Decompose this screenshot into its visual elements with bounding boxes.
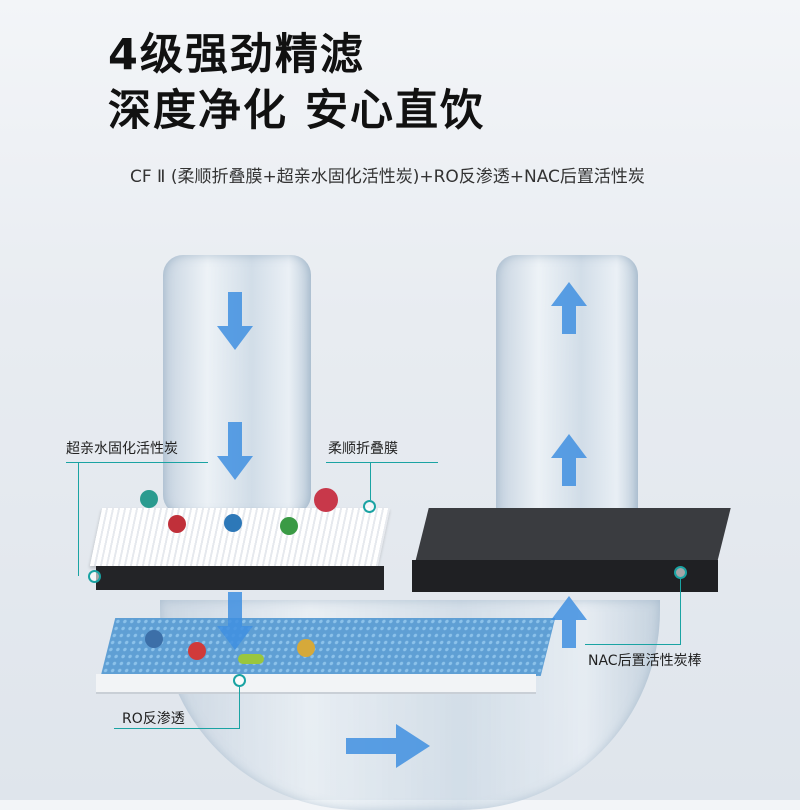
callout-line (326, 462, 438, 463)
ro-membrane-front (96, 674, 536, 694)
callout-line (78, 462, 79, 576)
label-membrane: 柔顺折叠膜 (328, 441, 398, 457)
label-ro: RO反渗透 (122, 711, 185, 727)
arrow-down-3 (217, 592, 253, 650)
arrow-down-1 (217, 292, 253, 350)
germ-icon (140, 490, 158, 508)
germ-icon (314, 488, 338, 512)
germ-icon (280, 517, 298, 535)
carbon-layer-left (96, 566, 384, 590)
callout-line (585, 644, 681, 645)
germ-icon (238, 654, 264, 664)
germ-icon (224, 514, 242, 532)
callout-line (114, 728, 240, 729)
headline-line1: 4级强劲精滤 (108, 30, 365, 80)
arrow-up-2 (551, 434, 587, 486)
nac-carbon-block-front (412, 560, 718, 592)
germ-icon (297, 639, 315, 657)
germ-icon (168, 515, 186, 533)
arrow-down-2 (217, 422, 253, 480)
label-carbon: 超亲水固化活性炭 (66, 441, 178, 457)
headline-line2: 深度净化 安心直饮 (108, 86, 485, 136)
arrow-up-1 (551, 282, 587, 334)
callout-line (370, 462, 371, 500)
germ-icon (145, 630, 163, 648)
callout-dot (88, 570, 101, 583)
arrow-right (346, 724, 430, 768)
filter-subtitle: CF Ⅱ (柔顺折叠膜+超亲水固化活性炭)+RO反渗透+NAC后置活性炭 (130, 167, 645, 187)
arrow-up-3 (551, 596, 587, 648)
label-nac: NAC后置活性炭棒 (588, 653, 702, 669)
callout-line (239, 687, 240, 729)
callout-dot (363, 500, 376, 513)
callout-line (680, 579, 681, 644)
callout-dot (233, 674, 246, 687)
germ-icon (188, 642, 206, 660)
callout-line (66, 462, 208, 463)
callout-dot (674, 566, 687, 579)
